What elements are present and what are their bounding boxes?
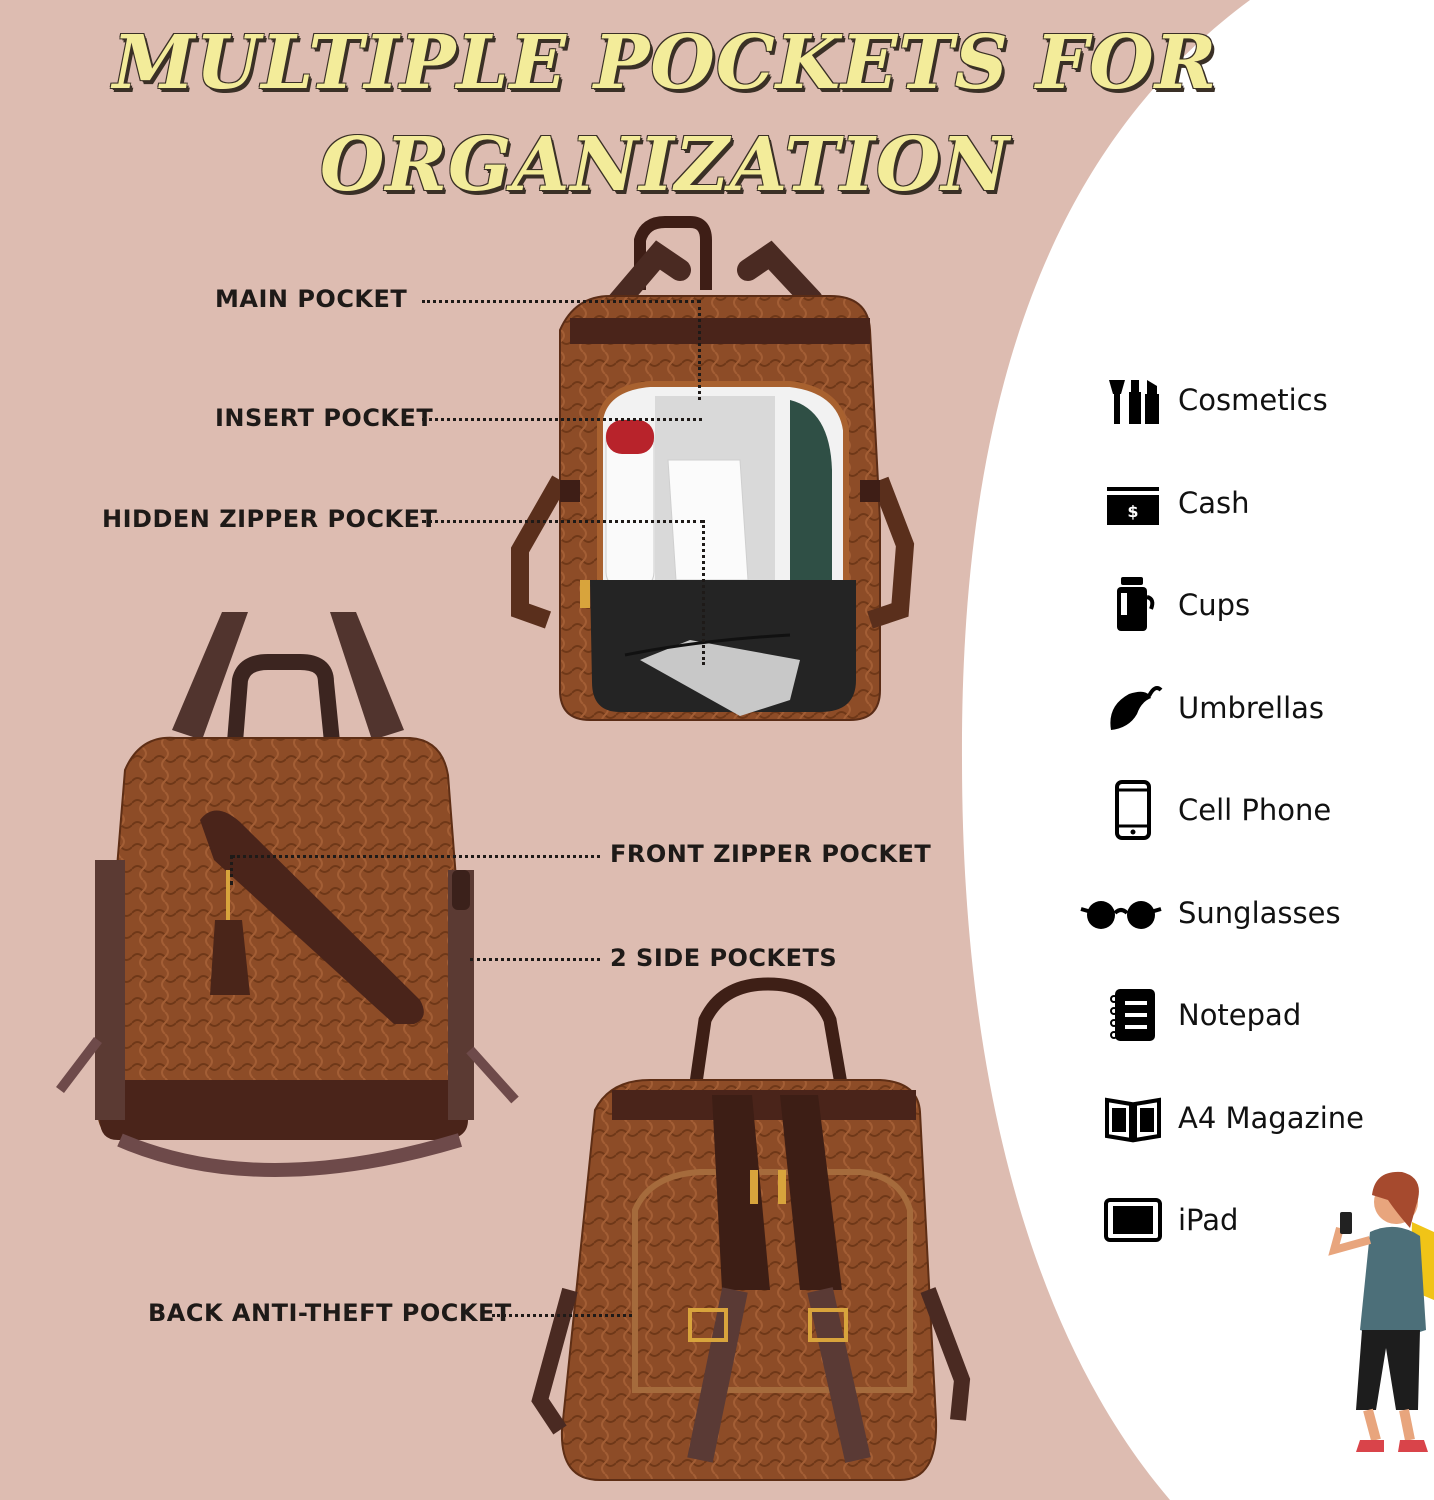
item-sunglasses: Sunglasses	[1080, 881, 1430, 945]
magazine-icon	[1105, 1097, 1161, 1143]
item-cell-phone: Cell Phone	[1100, 778, 1430, 842]
cash-icon: $	[1107, 487, 1159, 525]
item-cups: Cups	[1100, 573, 1430, 637]
backpack-front-view	[56, 612, 519, 1177]
leader-drop-main-pocket	[698, 300, 701, 400]
callout-front-zipper-pocket: FRONT ZIPPER POCKET	[610, 840, 932, 868]
item-label: Cash	[1178, 486, 1250, 520]
callout-back-anti-theft-pocket: BACK ANTI-THEFT POCKET	[148, 1299, 512, 1327]
cosmetics-icon	[1109, 380, 1159, 424]
item-label: Sunglasses	[1178, 896, 1341, 930]
sunglasses-icon	[1080, 901, 1162, 929]
item-label: A4 Magazine	[1178, 1101, 1364, 1135]
item-label: Cell Phone	[1178, 793, 1332, 827]
callout-hidden-zipper-pocket: HIDDEN ZIPPER POCKET	[102, 505, 438, 533]
item-ipad: iPad	[1100, 1188, 1430, 1252]
item-label: Cups	[1178, 588, 1251, 622]
ipad-icon	[1104, 1198, 1162, 1242]
callout-side-pockets: 2 SIDE POCKETS	[610, 944, 838, 972]
item-label: Notepad	[1178, 998, 1302, 1032]
item-umbrellas: Umbrellas	[1100, 676, 1430, 740]
cell-phone-icon	[1115, 780, 1151, 840]
person-illustration	[1328, 1171, 1434, 1452]
callout-main-pocket: MAIN POCKET	[215, 285, 408, 313]
leader-line-back-anti-theft-pocket	[492, 1314, 632, 1317]
leader-line-insert-pocket	[422, 418, 702, 421]
item-notepad: Notepad	[1100, 983, 1430, 1047]
item-label: iPad	[1178, 1203, 1239, 1237]
backpack-back-view	[531, 977, 971, 1481]
item-cash: $ Cash	[1100, 471, 1430, 535]
item-a4-magazine: A4 Magazine	[1100, 1086, 1430, 1150]
leader-drop-front-zipper-pocket	[230, 855, 233, 885]
cup-icon	[1117, 577, 1155, 631]
white-curve-panel	[961, 0, 1434, 1500]
callout-insert-pocket: INSERT POCKET	[215, 404, 434, 432]
item-label: Umbrellas	[1178, 691, 1325, 725]
leader-line-main-pocket	[422, 300, 700, 303]
item-cosmetics: Cosmetics	[1100, 368, 1430, 432]
backpack-open-view	[511, 216, 915, 721]
leader-line-front-zipper-pocket	[232, 855, 600, 858]
umbrella-icon	[1110, 686, 1163, 730]
leader-line-side-pockets	[470, 958, 600, 961]
item-label: Cosmetics	[1178, 383, 1328, 417]
leader-line-hidden-zipper-pocket	[422, 520, 704, 523]
headline-line-2: ORGANIZATION	[320, 122, 1010, 208]
headline-line-1: MULTIPLE POCKETS FOR	[112, 20, 1218, 106]
cash-icon-symbol: $	[1127, 502, 1138, 521]
leader-drop-hidden-zipper-pocket	[702, 520, 705, 665]
notepad-icon	[1110, 989, 1155, 1041]
